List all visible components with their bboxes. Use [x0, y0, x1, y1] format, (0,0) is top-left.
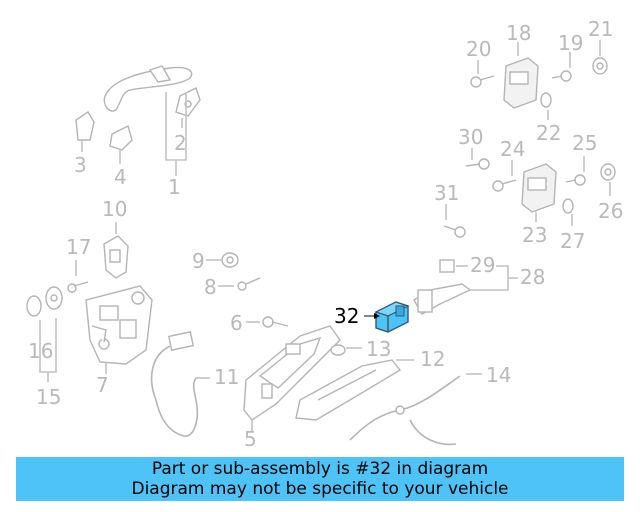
rod-part-14 — [349, 373, 482, 446]
check-strap-part-28-29 — [413, 259, 518, 315]
callout-9: 9 — [192, 249, 205, 273]
cover-part-3 — [75, 111, 95, 141]
trim-part-12 — [295, 359, 402, 421]
info-banner: Part or sub-assembly is #32 in diagram D… — [16, 457, 624, 501]
latch-part-7 — [85, 285, 153, 365]
hinge-part-18 — [503, 57, 539, 109]
callout-18: 18 — [506, 21, 531, 45]
cable-part-11 — [150, 331, 210, 437]
door-handle-part — [103, 65, 193, 112]
bolt-part-20 — [470, 75, 495, 88]
callout-7: 7 — [96, 373, 109, 397]
callout-22: 22 — [536, 121, 561, 145]
callout-31: 31 — [434, 181, 459, 205]
inner-panel-part-5 — [243, 325, 341, 421]
banner-line-1: Part or sub-assembly is #32 in diagram — [151, 459, 489, 479]
bolt-part-24 — [492, 179, 517, 192]
bolt-part-19 — [551, 70, 572, 82]
callout-1: 1 — [168, 175, 181, 199]
bolt-part-17 — [67, 281, 89, 293]
callout-16: 16 — [28, 339, 53, 363]
callout-14: 14 — [486, 363, 511, 387]
leader-lines-1-4 — [81, 92, 187, 176]
cap-part-4 — [109, 124, 133, 151]
callout-17: 17 — [66, 235, 91, 259]
callout-12: 12 — [420, 347, 445, 371]
bolt-part-31 — [443, 225, 466, 238]
callout-3: 3 — [74, 153, 87, 177]
callout-20: 20 — [466, 37, 491, 61]
callout-27: 27 — [560, 229, 585, 253]
callout-25: 25 — [572, 131, 597, 155]
cap-part-21 — [592, 57, 608, 75]
callout-29: 29 — [470, 253, 495, 277]
bushing-part-22 — [540, 92, 552, 108]
callout-10: 10 — [102, 197, 127, 221]
callout-24: 24 — [500, 137, 525, 161]
callout-21: 21 — [588, 17, 613, 41]
callout-32: 32 — [334, 304, 359, 328]
callout-6: 6 — [230, 311, 243, 335]
part-32-highlighted — [364, 301, 410, 333]
callout-8: 8 — [204, 275, 217, 299]
callout-26: 26 — [598, 199, 623, 223]
nut-part-9 — [221, 252, 239, 268]
callout-15: 15 — [36, 385, 61, 409]
banner-line-2: Diagram may not be specific to your vehi… — [131, 479, 509, 499]
callout-19: 19 — [558, 31, 583, 55]
cap-part-26 — [600, 163, 616, 181]
bracket-part-10 — [103, 235, 129, 279]
escutcheon-part-2 — [175, 87, 201, 117]
hinge-part-23 — [521, 163, 557, 213]
washers-part-15-16 — [26, 286, 63, 382]
callout-13: 13 — [366, 337, 391, 361]
callout-11: 11 — [214, 365, 239, 389]
callout-30: 30 — [458, 125, 483, 149]
washer-part-13 — [330, 344, 346, 356]
callout-23: 23 — [522, 223, 547, 247]
bolt-part-25 — [565, 174, 586, 186]
callout-4: 4 — [114, 165, 127, 189]
screw-part-8 — [237, 277, 261, 291]
screw-part-6 — [262, 316, 289, 328]
callout-2: 2 — [174, 131, 187, 155]
callout-28: 28 — [520, 265, 545, 289]
bushing-part-27 — [562, 198, 574, 214]
bolt-part-30 — [465, 158, 490, 170]
callout-5: 5 — [244, 427, 257, 451]
